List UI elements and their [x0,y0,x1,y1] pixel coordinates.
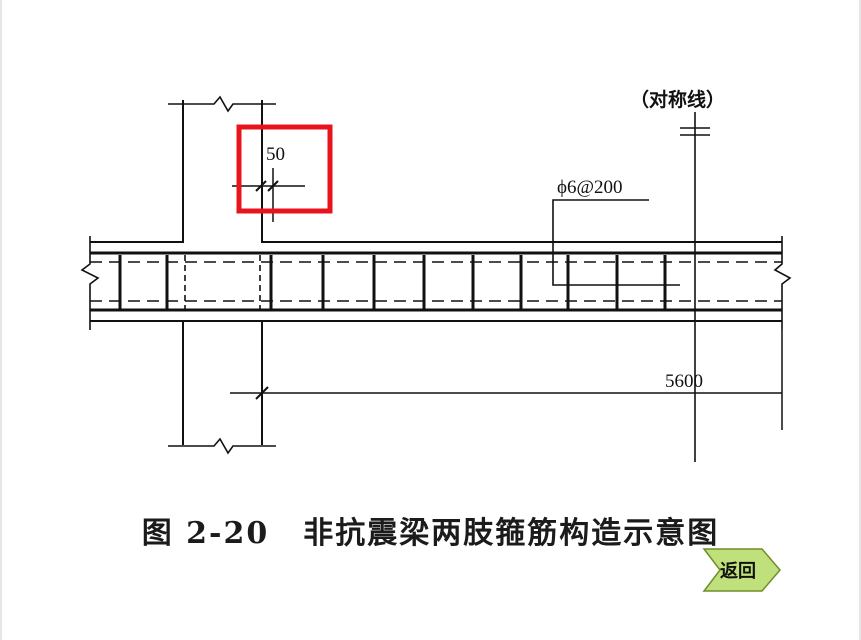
symmetry-line [680,112,710,462]
column-bars [184,255,261,310]
figure-caption: 图 2-20 非抗震梁两肢箍筋构造示意图 [0,508,861,552]
back-button[interactable]: 返回 [700,545,784,595]
figure-number: 图 2-20 [141,516,270,551]
dimension-5600 [230,330,783,430]
longitudinal-bars [90,251,782,312]
stirrup-callout [552,199,680,286]
column-outline [90,95,782,455]
beam-outline [80,236,792,330]
symmetry-label: （对称线） [630,88,725,111]
dimension-50-label: 50 [266,144,285,165]
back-button-label: 返回 [720,561,756,582]
dimension-5600-label: 5600 [665,371,703,392]
highlight-box [236,124,333,214]
stirrup-spec-label: ϕ6@200 [557,177,623,198]
figure-title: 非抗震梁两肢箍筋构造示意图 [303,516,720,551]
stirrups [118,255,667,310]
dimension-50 [232,168,305,222]
back-arrow-icon [702,548,781,592]
